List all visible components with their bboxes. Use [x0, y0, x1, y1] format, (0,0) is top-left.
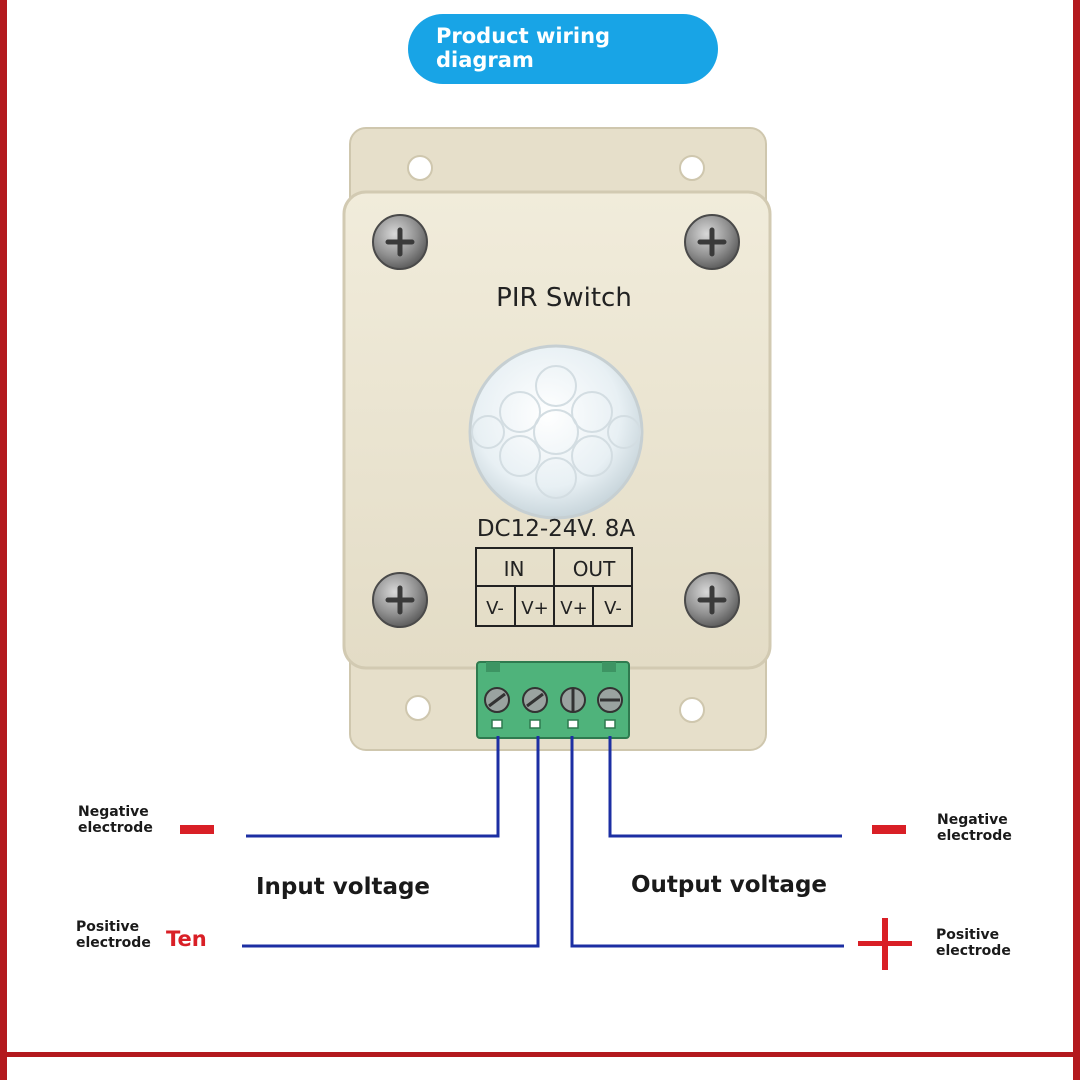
right-negative-label: Negative electrode: [937, 812, 1012, 844]
mount-hole-bottom-left: [405, 695, 431, 721]
terminal-label-3: V+: [560, 598, 587, 619]
wire-output-negative: [608, 736, 842, 838]
terminal-screw-2: [522, 687, 548, 713]
pir-lens: [468, 344, 644, 520]
mount-hole-top-left: [407, 155, 433, 181]
frame-right-border: [1073, 0, 1080, 1080]
terminal-screw-4: [597, 687, 623, 713]
wire-output-positive: [570, 736, 844, 948]
screw-bottom-left: [372, 572, 428, 628]
terminal-block: [476, 661, 630, 739]
in-label: IN: [504, 557, 525, 581]
terminal-label-table: [475, 547, 633, 627]
output-voltage-label: Output voltage: [631, 872, 828, 898]
terminal-screw-1: [484, 687, 510, 713]
left-negative-label: Negative electrode: [78, 804, 153, 836]
title-line-1: Product wiring: [436, 24, 611, 48]
right-positive-label: Positive electrode: [936, 927, 1011, 959]
device-name: PIR Switch: [496, 283, 632, 313]
out-label: OUT: [573, 557, 616, 581]
title-line-2: diagram: [436, 48, 534, 72]
mount-hole-top-right: [679, 155, 705, 181]
minus-icon-right: [872, 825, 906, 834]
screw-bottom-right: [684, 572, 740, 628]
rating-text: DC12-24V. 8A: [477, 516, 636, 542]
left-positive-symbol: Ten: [166, 927, 207, 951]
screw-top-right: [684, 214, 740, 270]
left-positive-label: Positive electrode: [76, 919, 151, 951]
minus-icon-left: [180, 825, 214, 834]
frame-left-border: [0, 0, 7, 1080]
title-badge: Product wiring diagram: [408, 14, 718, 84]
input-voltage-label: Input voltage: [256, 874, 431, 900]
terminal-label-1: V-: [486, 598, 504, 619]
mount-hole-bottom-right: [679, 697, 705, 723]
plus-icon-right: [858, 918, 912, 970]
terminal-label-2: V+: [521, 598, 548, 619]
terminal-label-4: V-: [604, 598, 622, 619]
frame-bottom-border: [0, 1052, 1080, 1057]
wiring-diagram: PIR Switch DC12-24V. 8A IN OUT V- V+ V+ …: [180, 127, 912, 970]
wire-input-negative: [246, 736, 500, 838]
terminal-screw-3: [560, 687, 586, 713]
screw-top-left: [372, 214, 428, 270]
wire-input-positive: [242, 736, 540, 948]
